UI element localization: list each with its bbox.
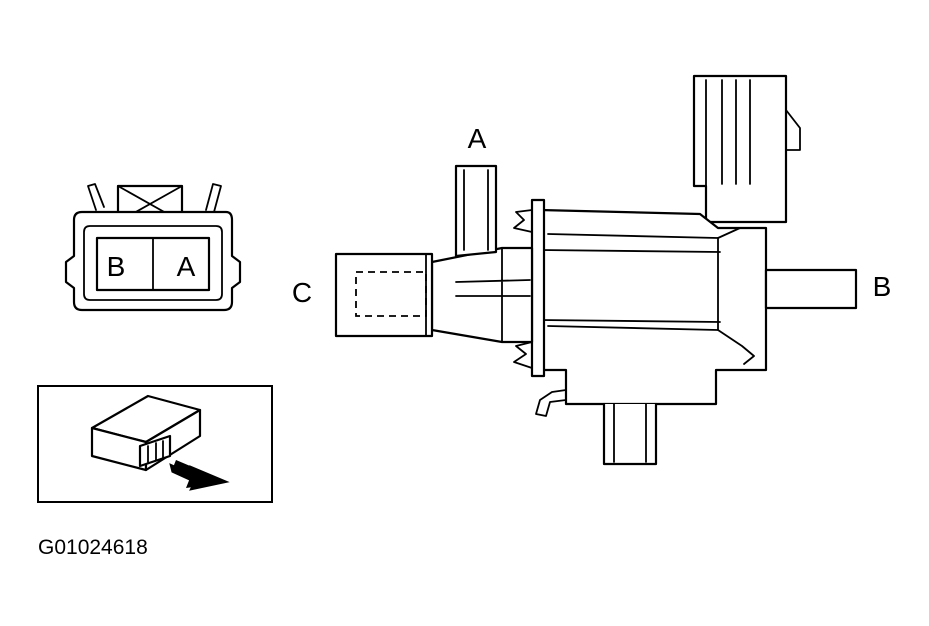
module-connector-pins: [147, 440, 164, 463]
valve-bottom-outlet: [602, 402, 658, 466]
valve-bracket: [535, 389, 567, 417]
connector-face: B A: [64, 183, 242, 312]
locator-arrow-head: [172, 460, 228, 488]
connector-ribs: [705, 79, 751, 187]
port-b-label: B: [873, 271, 892, 302]
port-a-tube: [454, 164, 498, 258]
connector-pin-b-label: B: [107, 251, 126, 282]
connector-right-tab: [205, 183, 222, 213]
connector-pin-a-label: A: [177, 251, 196, 282]
valve-electrical-connector: [692, 74, 788, 224]
connector-left-tab: [87, 183, 105, 211]
nozzle-details: [455, 247, 531, 343]
port-c-label: C: [292, 277, 312, 308]
port-c-cap: [334, 252, 434, 338]
vacuum-valve: A C B: [292, 74, 892, 466]
valve-main-body: [538, 208, 768, 406]
valve-flange: [530, 198, 546, 378]
connector-inner-rim: [83, 225, 223, 301]
port-a-tube-inner: [463, 169, 489, 251]
port-b-tube: [764, 268, 858, 310]
bottom-outlet-detail: [613, 403, 647, 463]
port-c-hidden-bore: [355, 271, 427, 317]
valve-body-details: [539, 233, 721, 331]
figure-code: G01024618: [38, 536, 148, 559]
port-a-label: A: [468, 123, 487, 154]
valve-body-bevels: [717, 227, 755, 365]
flange-teeth: [513, 209, 533, 369]
valve-nozzle: [430, 246, 534, 344]
connector-clip: [785, 109, 801, 151]
locator-inset: [37, 385, 273, 503]
